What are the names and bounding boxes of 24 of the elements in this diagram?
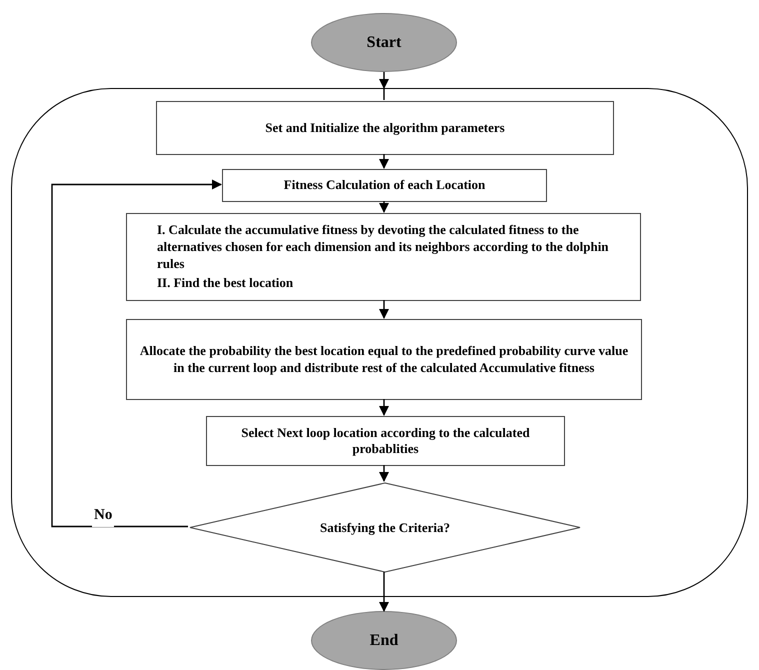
arrow [379,201,389,213]
arrow [379,572,389,612]
node-label: End [370,630,398,650]
arrow [379,154,389,169]
node-label: Set and Initialize the algorithm parameters [265,120,505,136]
list-item-text: I. Calculate the accumulative fitness by devoting the calculated fitness to the alternatives chosen for each dimension and its neighbors according to the dolphin rules [157,222,610,273]
process-box [222,169,547,202]
process-box [206,416,565,466]
arrow [51,180,222,528]
node-label: Allocate the probability the best location equal to the predefined probability curve value in the current loop and distribute rest of the calculated Accumulative fitness [139,343,629,376]
arrow [379,72,389,89]
list-item-text: II. Find the best location [157,274,294,292]
process-box [156,101,614,155]
process-box [126,213,641,301]
decision-diamond [189,482,581,573]
process-box [126,319,642,400]
arrow [379,465,389,482]
loop-container [11,88,748,597]
arrow [379,300,389,319]
node-label: Satisfying the Criteria? [320,518,450,537]
arrow [379,399,389,416]
node-label: Start [366,32,402,52]
node-label: Fitness Calculation of each Location [284,177,486,194]
node-label: Select Next loop location according to the calculated probablities [240,424,531,458]
